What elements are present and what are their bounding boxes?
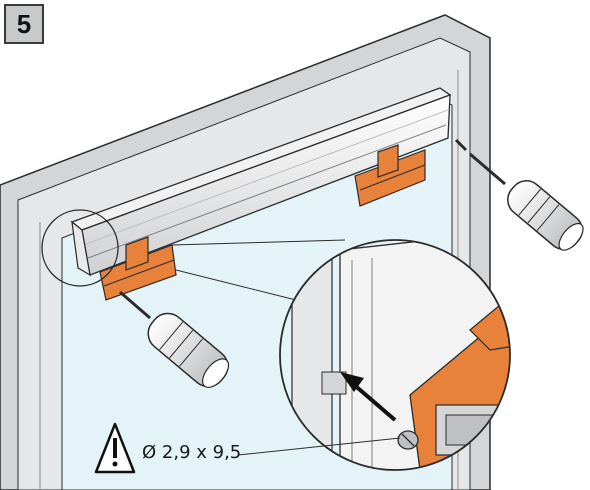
rail-groove [85,109,449,245]
direction-arrow [340,372,397,422]
detail-circle-left [41,209,119,287]
magnifier-ring [279,239,511,471]
rail-groove [87,124,447,259]
head-rail [70,87,452,277]
bracket-edge [103,259,175,287]
bracket-tab [377,144,399,178]
screwdriver-right [454,138,584,251]
bracket-edge [359,164,426,191]
screwdriver-shaft [469,152,506,186]
warning-leader-line [237,437,401,456]
mag-slot [321,371,347,395]
screw-spec-label: Ø 2,9 x 9,5 [142,442,242,463]
callout-line [171,239,346,246]
rail-endcap [71,220,91,277]
bracket-right [354,144,426,207]
warning-triangle-icon [94,422,136,474]
screwdriver-shaft [119,290,151,320]
step-number-badge: 5 [4,4,44,44]
screw-right [454,138,468,152]
callout-line [175,269,297,301]
bracket-left [99,236,177,301]
bracket-tab [125,236,149,271]
screwdriver-left [119,290,230,388]
